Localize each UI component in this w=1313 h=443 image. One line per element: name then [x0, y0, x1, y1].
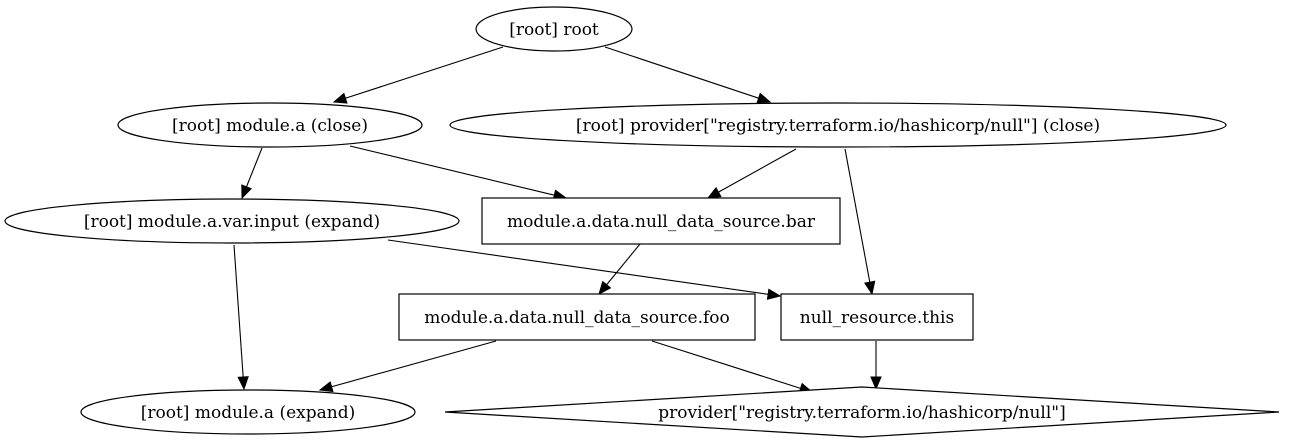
- edge-line: [331, 340, 497, 388]
- edge-var_input_expand-to-null_resource_this: [387, 239, 782, 300]
- edge-line: [718, 148, 797, 193]
- node-label: [root] module.a (close): [172, 116, 368, 136]
- edge-data_foo-to-module_a_expand: [318, 340, 497, 393]
- node-root[interactable]: [root] root: [475, 6, 633, 52]
- node-null-resource-this[interactable]: null_resource.this: [780, 293, 974, 341]
- arrowhead-icon: [598, 280, 612, 296]
- edge-line: [844, 148, 871, 283]
- arrowhead-icon: [332, 92, 348, 104]
- node-module-a-close[interactable]: [root] module.a (close): [117, 102, 423, 148]
- node-provider[interactable]: provider["registry.terraform.io/hashicor…: [444, 386, 1280, 438]
- edge-var_input_expand-to-module_a_expand: [233, 244, 249, 391]
- arrowhead-icon: [870, 376, 882, 391]
- edge-module_a_close-to-data_bar: [349, 145, 568, 201]
- node-box: [398, 293, 756, 341]
- node-var-input-expand[interactable]: [root] module.a.var.input (expand): [4, 198, 460, 244]
- edge-provider_close-to-data_bar: [706, 148, 797, 199]
- edge-line: [651, 340, 801, 389]
- node-module-a-expand[interactable]: [root] module.a (expand): [80, 389, 416, 435]
- arrowhead-icon: [237, 376, 249, 391]
- node-ellipse: [80, 389, 416, 435]
- node-label: [root] module.a (expand): [141, 403, 355, 423]
- node-ellipse: [4, 198, 460, 244]
- edge-line: [233, 244, 244, 378]
- node-label: [root] root: [509, 20, 599, 40]
- edge-module_a_close-to-var_input_expand: [241, 147, 263, 200]
- node-label: module.a.data.null_data_source.foo: [424, 308, 730, 328]
- arrowhead-icon: [756, 92, 772, 104]
- edge-line: [345, 46, 504, 99]
- node-ellipse: [475, 6, 633, 52]
- edge-root-to-provider_close: [604, 46, 772, 104]
- node-box: [481, 197, 841, 245]
- edge-line: [349, 145, 555, 196]
- arrowhead-icon: [706, 186, 722, 199]
- edge-provider_close-to-null_resource_this: [844, 148, 876, 296]
- edge-line: [606, 243, 641, 286]
- node-box: [780, 293, 974, 341]
- arrowhead-icon: [241, 184, 252, 200]
- edge-null_resource_this-to-provider: [870, 341, 882, 391]
- edge-root-to-module_a_close: [332, 46, 504, 104]
- arrowhead-icon: [766, 288, 782, 300]
- node-data-foo[interactable]: module.a.data.null_data_source.foo: [398, 293, 756, 341]
- edge-data_bar-to-data_foo: [598, 243, 641, 296]
- node-label: module.a.data.null_data_source.bar: [507, 212, 816, 232]
- node-diamond: [444, 386, 1280, 438]
- node-label: [root] provider["registry.terraform.io/h…: [576, 116, 1100, 136]
- edge-line: [604, 46, 759, 99]
- arrowhead-icon: [318, 381, 334, 393]
- arrowhead-icon: [864, 280, 876, 296]
- nodes-layer: [root] root [root] module.a (close) [root]…: [4, 6, 1280, 438]
- node-ellipse: [449, 102, 1227, 148]
- node-provider-close[interactable]: [root] provider["registry.terraform.io/h…: [449, 102, 1227, 148]
- edge-line: [387, 239, 769, 295]
- node-label: [root] module.a.var.input (expand): [84, 212, 380, 232]
- node-data-bar[interactable]: module.a.data.null_data_source.bar: [481, 197, 841, 245]
- node-label: null_resource.this: [800, 308, 954, 328]
- edge-line: [245, 147, 263, 188]
- node-ellipse: [117, 102, 423, 148]
- edge-data_foo-to-provider: [651, 340, 814, 394]
- node-label: provider["registry.terraform.io/hashicor…: [658, 403, 1066, 423]
